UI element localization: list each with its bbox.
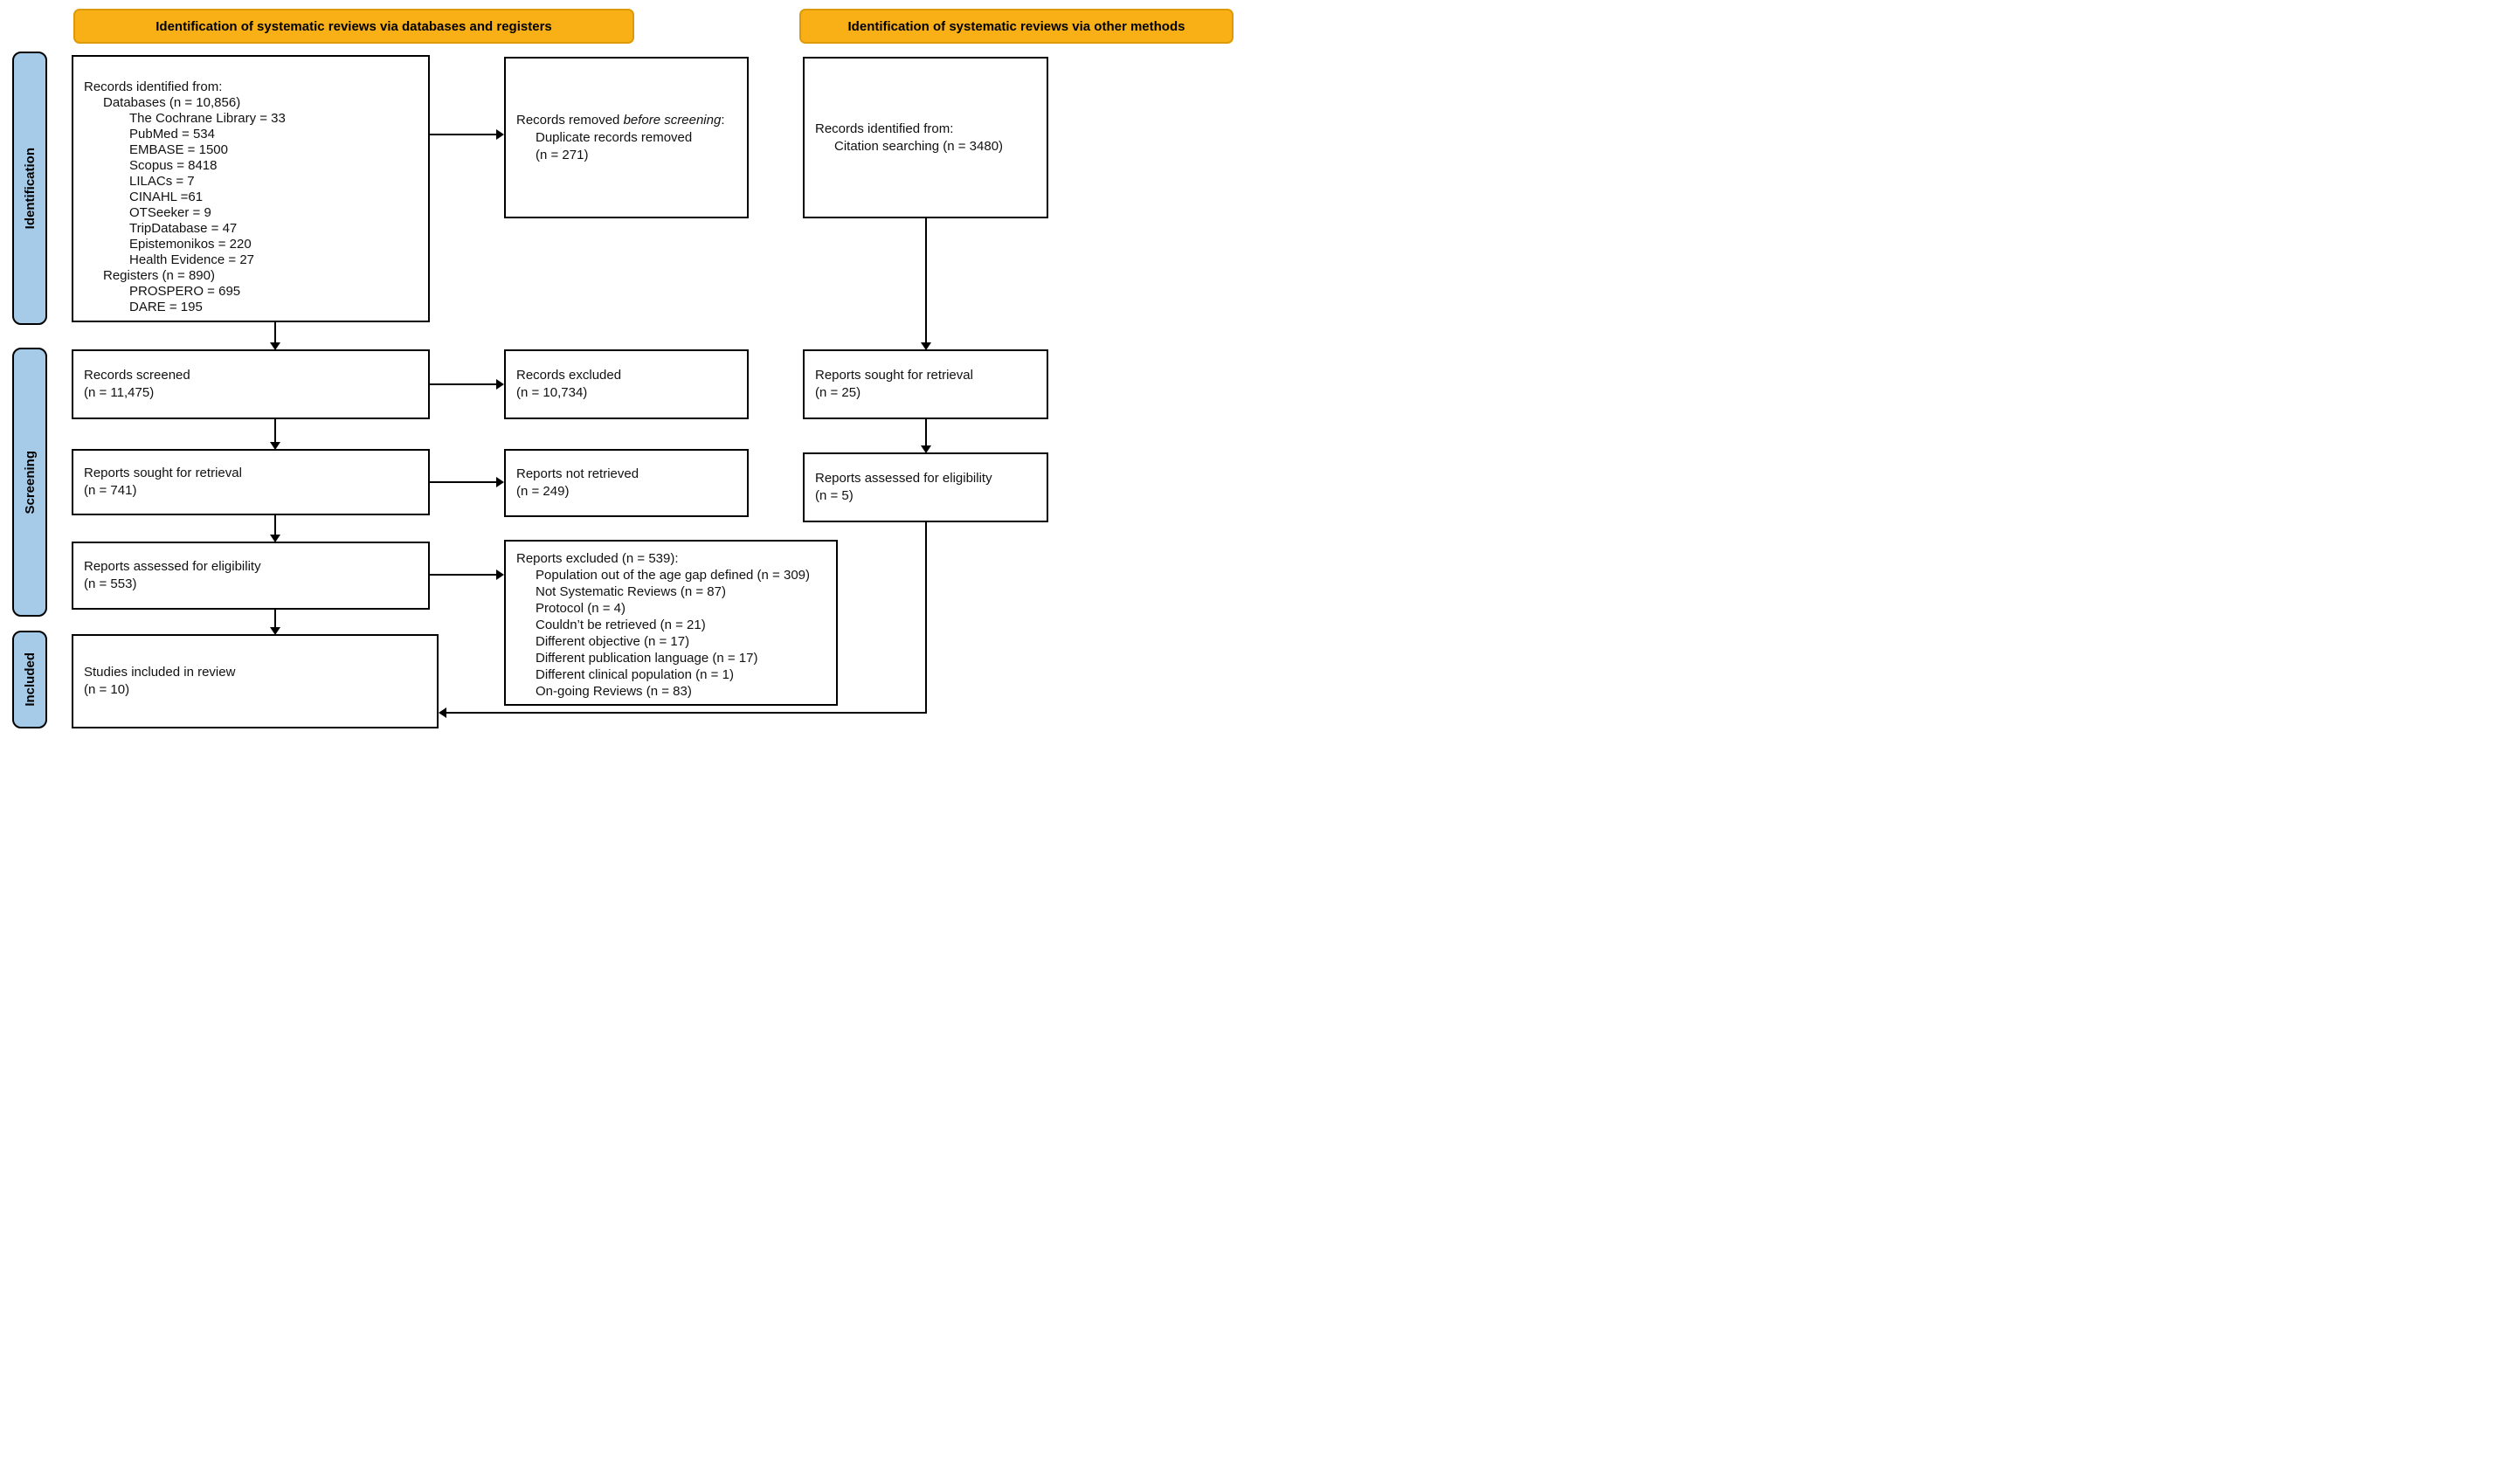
connector-citation-to-sought-other-arrowhead: [921, 342, 931, 350]
connector-assessed-to-excluded-arrowhead: [496, 569, 504, 580]
header-databases-registers: Identification of systematic reviews via…: [73, 9, 634, 44]
box-text-line: (n = 271): [536, 147, 589, 162]
box-text-line: Different clinical population (n = 1): [536, 667, 734, 682]
connector-assessed-other-to-included-vline: [925, 522, 927, 714]
box-text-line: (n = 741): [84, 483, 137, 498]
box-text-line: PROSPERO = 695: [129, 284, 241, 299]
stage-identification: Identification: [12, 52, 47, 325]
header-other-methods: Identification of systematic reviews via…: [799, 9, 1234, 44]
connector-identified-to-screened-line: [274, 322, 276, 342]
box-text-line: (n = 5): [815, 488, 854, 503]
stage-included: Included: [12, 631, 47, 728]
connector-screened-to-excluded-line: [430, 383, 496, 385]
box-text-line: Reports excluded (n = 539):: [516, 551, 679, 566]
connector-assessed-other-to-included-arrowhead: [439, 707, 446, 718]
connector-sought-to-not-retrieved-line: [430, 481, 496, 483]
box-text-line: Protocol (n = 4): [536, 601, 625, 616]
box-reports-sought-other: Reports sought for retrieval (n = 25): [803, 349, 1048, 419]
box-studies-included: Studies included in review (n = 10): [72, 634, 439, 728]
box-text-line: Different objective (n = 17): [536, 634, 690, 649]
box-text-line: Records excluded: [516, 368, 622, 383]
box-text-line: Reports not retrieved: [516, 466, 639, 481]
stage-included-label: Included: [22, 652, 38, 707]
box-text-line: Records screened: [84, 368, 190, 383]
box-reports-assessed-other: Reports assessed for eligibility (n = 5): [803, 452, 1048, 522]
box-text-line: (n = 10,734): [516, 385, 588, 400]
box-text-line: (n = 25): [815, 385, 861, 400]
box-text-line: Records identified from:: [815, 121, 954, 136]
connector-screened-to-excluded-arrowhead: [496, 379, 504, 390]
connector-assessed-other-to-included-hline: [446, 712, 927, 714]
connector-identified-to-removed-line: [430, 134, 496, 135]
stage-screening: Screening: [12, 348, 47, 617]
box-text-line: (n = 249): [516, 484, 570, 499]
connector-assessed-to-included-line: [274, 610, 276, 627]
box-records-screened: Records screened (n = 11,475): [72, 349, 430, 419]
box-text-line: Reports sought for retrieval: [84, 466, 242, 480]
box-text-line: Records removed before screening:: [516, 112, 725, 128]
box-text-line: Couldn’t be retrieved (n = 21): [536, 618, 706, 632]
box-text-line: (n = 553): [84, 576, 137, 591]
connector-identified-to-removed-arrowhead: [496, 129, 504, 140]
box-text-line: Citation searching (n = 3480): [834, 138, 1004, 154]
box-text-line: Duplicate records removed: [536, 129, 693, 145]
box-text-line: Reports assessed for eligibility: [84, 559, 261, 574]
box-records-excluded: Records excluded (n = 10,734): [504, 349, 749, 419]
box-text-line: Records identified from:: [84, 79, 223, 94]
box-text-line: Reports assessed for eligibility: [815, 471, 992, 486]
box-text-line: Studies included in review: [84, 665, 236, 680]
box-text-line: TripDatabase = 47: [129, 221, 238, 236]
box-text-line: On-going Reviews (n = 83): [536, 684, 692, 699]
box-text-line: Different publication language (n = 17): [536, 651, 758, 666]
box-text-line: Epistemonikos = 220: [129, 237, 252, 252]
box-text-line: LILACs = 7: [129, 174, 195, 189]
box-reports-sought: Reports sought for retrieval (n = 741): [72, 449, 430, 515]
box-text-line: CINAHL =61: [129, 190, 204, 204]
connector-sought-other-to-assessed-other-line: [925, 419, 927, 445]
box-text-line: Not Systematic Reviews (n = 87): [536, 584, 726, 599]
box-text-line: DARE = 195: [129, 300, 203, 314]
connector-citation-to-sought-other-line: [925, 218, 927, 342]
box-reports-assessed: Reports assessed for eligibility (n = 553…: [72, 542, 430, 610]
box-text-line: Databases (n = 10,856): [103, 95, 241, 110]
box-text-line: (n = 11,475): [84, 385, 155, 400]
connector-sought-other-to-assessed-other-arrowhead: [921, 445, 931, 453]
box-text-line: The Cochrane Library = 33: [129, 111, 286, 126]
box-records-removed: Records removed before screening:Duplica…: [504, 57, 749, 218]
connector-assessed-to-excluded-line: [430, 574, 496, 576]
box-reports-excluded: Reports excluded (n = 539): Population ou…: [504, 540, 838, 706]
box-text-line: Registers (n = 890): [103, 268, 215, 283]
box-text-line: Reports sought for retrieval: [815, 368, 973, 383]
box-text-line: (n = 10): [84, 682, 130, 697]
connector-sought-to-assessed-arrowhead: [270, 535, 280, 542]
connector-identified-to-screened-arrowhead: [270, 342, 280, 350]
box-citation-records: Records identified from: Citation searchi…: [803, 57, 1048, 218]
header-databases-registers-label: Identification of systematic reviews via…: [156, 18, 552, 34]
connector-assessed-to-included-arrowhead: [270, 627, 280, 635]
header-other-methods-label: Identification of systematic reviews via…: [847, 18, 1185, 34]
connector-screened-to-sought-arrowhead: [270, 442, 280, 450]
box-text-line: Health Evidence = 27: [129, 252, 255, 267]
box-text-line: Population out of the age gap defined (n…: [536, 568, 810, 583]
connector-sought-to-not-retrieved-arrowhead: [496, 477, 504, 487]
box-records-identified: Records identified from:Databases (n = 1…: [72, 55, 430, 322]
box-text-line: EMBASE = 1500: [129, 142, 228, 157]
stage-identification-label: Identification: [22, 147, 38, 230]
connector-sought-to-assessed-line: [274, 515, 276, 535]
box-text-line: Scopus = 8418: [129, 158, 218, 173]
stage-screening-label: Screening: [22, 450, 38, 514]
prisma-flow-diagram: Identification of systematic reviews via…: [0, 0, 1248, 742]
box-text-line: PubMed = 534: [129, 127, 215, 141]
box-text-line: OTSeeker = 9: [129, 205, 211, 220]
box-reports-not-retrieved: Reports not retrieved (n = 249): [504, 449, 749, 517]
connector-screened-to-sought-line: [274, 419, 276, 442]
